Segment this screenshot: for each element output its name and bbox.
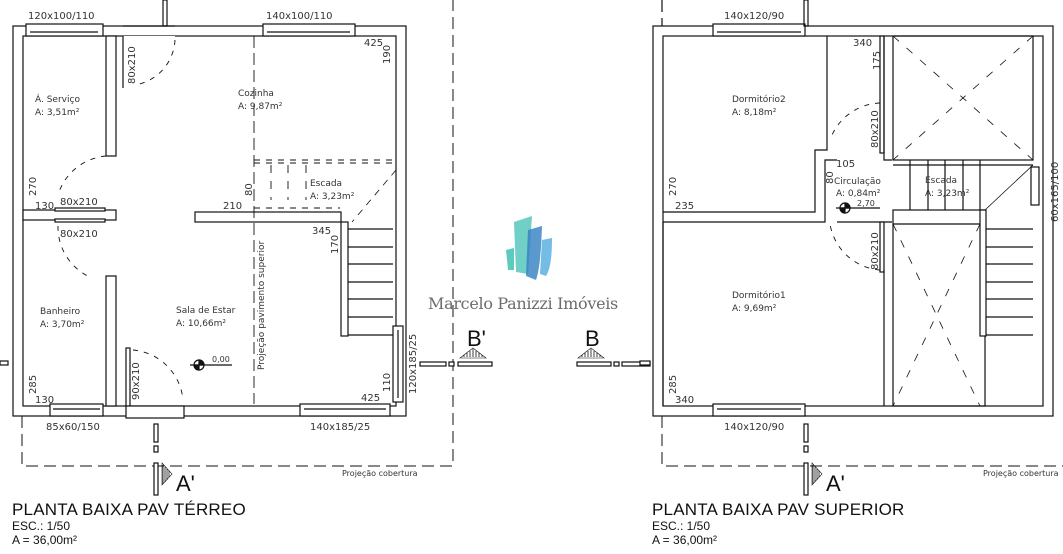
room-area-dorm1: A: 9,69m² [732,304,777,314]
window-servico [25,23,104,37]
section-mark-a-upper: A' [826,471,845,496]
window-dorm1 [712,403,806,417]
window-cozinha [262,23,356,37]
dim-door-dorm1: 80x210 [870,232,881,270]
dim-window-banheiro: 85x60/150 [46,422,100,433]
dim-130-bottom: 130 [35,395,54,406]
upper-floor-projection-label: Projeção pavimento superior [257,241,267,370]
ground-floor-labels: 120x100/110 140x100/110 80x210 Á. Serviç… [28,11,486,496]
dim-door-banheiro: 80x210 [60,229,98,240]
plan-title: PLANTA BAIXA PAV SUPERIOR [652,500,905,519]
plan-scale: ESC.: 1/50 [652,519,711,533]
dim-235: 235 [675,201,694,212]
room-area-sala: A: 10,66m² [176,319,226,329]
room-name-dorm1: Dormitório1 [732,290,786,301]
upper-floor-labels: 140x120/90 Dormitório2 A: 8,18m² 340 175… [585,11,1061,496]
room-name-escada: Escada [310,179,342,189]
section-mark-a: A' [176,471,195,496]
dim-170: 170 [330,235,341,254]
room-area-circulacao: A: 0,84m² [836,189,881,199]
upper-floor-plan [576,0,1063,496]
plan-scale: ESC.: 1/50 [12,519,71,533]
dim-window-sala: 140x185/25 [310,422,370,433]
dim-door-banheiro-top: 80x210 [60,197,98,208]
brand-name: Marcelo Panizzi Imóveis [428,294,618,313]
level-upper: 2,70 [857,199,875,208]
dim-285: 285 [28,375,39,394]
room-area-dorm2: A: 8,18m² [732,108,777,118]
room-area-escada: A: 3,23m² [310,192,355,202]
dim-110: 110 [382,373,393,392]
dim-340-bottom: 340 [675,395,694,406]
building-logo-icon [506,216,552,280]
room-area-servico: A: 3,51m² [35,108,80,118]
dim-80-upper: 80 [825,171,836,184]
cover-projection-label-upper: Projeção cobertura [983,469,1059,478]
window-dorm2 [712,23,806,37]
dim-door-dorm2: 80x210 [870,110,881,148]
section-mark-b: B [585,326,600,351]
room-area-cozinha: A: 9,87m² [238,102,283,112]
plan-title: PLANTA BAIXA PAV TÉRREO [12,500,246,519]
dim-door-entrada: 90x210 [131,362,142,400]
ground-floor-plan [0,0,493,496]
room-area-banheiro: A: 3,70m² [40,320,85,330]
cover-projection-label: Projeção cobertura [342,469,418,478]
dim-270: 270 [28,177,39,196]
pipe [162,0,168,27]
dim-80: 80 [244,183,255,196]
dim-window-servico: 120x100/110 [28,11,95,22]
dim-130-top: 130 [35,201,54,212]
room-name-sala: Sala de Estar [176,306,236,316]
dim-425-bottom: 425 [361,393,380,404]
dim-425-top: 425 [364,38,383,49]
outer-wall [12,25,407,417]
outer-wall [652,25,1054,417]
ground-floor-title-block: PLANTA BAIXA PAV TÉRREO ESC.: 1/50 A = 3… [12,500,246,547]
section-mark-b-prime: B' [467,326,486,351]
stairs-ground [340,169,397,337]
room-name-dorm2: Dormitório2 [732,94,786,105]
dim-window-side: 120x185/25 [408,334,419,394]
dim-340-top: 340 [853,38,872,49]
dim-door-servico: 80x210 [127,46,138,84]
room-name-escada-upper: Escada [925,176,957,186]
dim-345: 345 [312,226,331,237]
dim-175: 175 [872,51,883,70]
level-ground: 0,00 [212,355,230,364]
room-area-escada-upper: A: 3,23m² [925,189,970,199]
dim-210: 210 [223,201,242,212]
dim-270-upper: 270 [668,177,679,196]
brand-logo: Marcelo Panizzi Imóveis [428,210,638,320]
room-name-circulacao: Circulação [834,177,881,187]
upper-floor-title-block: PLANTA BAIXA PAV SUPERIOR ESC.: 1/50 A =… [652,500,905,547]
dim-190: 190 [382,45,393,64]
room-name-servico: Á. Serviço [35,93,80,105]
dim-window-dorm2: 140x120/90 [724,11,784,22]
dim-window-dorm1: 140x120/90 [724,422,784,433]
dim-window-escada: 60x165/100 [1050,162,1061,222]
inner-wall-line [22,35,397,407]
dim-window-cozinha: 140x100/110 [266,11,333,22]
room-name-cozinha: Cozinha [238,89,274,99]
plan-area: A = 36,00m² [652,533,718,547]
dim-105: 105 [836,159,855,170]
room-name-banheiro: Banheiro [40,307,81,317]
plan-area: A = 36,00m² [12,533,78,547]
dim-285-upper: 285 [668,375,679,394]
